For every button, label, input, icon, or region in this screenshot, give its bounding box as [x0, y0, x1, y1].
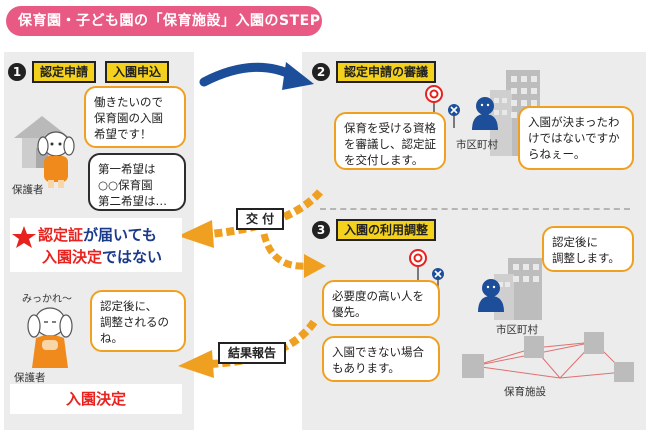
step1-tag-certification: 認定申請: [32, 61, 97, 83]
speech-bubble-not-decided: 入園が決まったわ けではないですか らねぇー。: [518, 106, 634, 170]
sigh-text: みっかれ〜: [22, 294, 72, 305]
speech-bubble-certification: 保育を受ける資格 を審議し、認定証 を交付します。: [334, 112, 446, 170]
official-person-icon: [472, 97, 498, 130]
result-report-label: 結果報告: [218, 342, 287, 364]
speech-bubble-understood: 認定後に、 調整されるの ね。: [90, 290, 186, 352]
decision-box: [10, 384, 182, 414]
speech-bubble-cannot-enter: 入園できない場合 もあります。: [322, 336, 440, 382]
issue-label: 交 付: [236, 208, 285, 230]
warning-line1: 認定証が届いても: [38, 224, 184, 246]
speech-bubble-preferences: 第一希望は ○○保育園 第二希望は…: [88, 153, 186, 211]
guardian-label: 保護者: [12, 184, 44, 196]
guardian-label-bottom: 保護者: [14, 372, 46, 384]
guardian-icon: [37, 131, 75, 188]
facility-network-icon: [462, 332, 634, 382]
city-office-label-step3: 市区町村: [496, 324, 538, 336]
speech-bubble-priority: 必要度の高い人を 優先。: [322, 280, 440, 326]
step3-tag: 入園の利用調整: [336, 219, 437, 241]
warning-box: [10, 218, 182, 272]
warning-arrives: が届いても: [83, 226, 157, 244]
to-step3-arrow-icon: [260, 233, 326, 278]
official-person-icon-step3: [478, 279, 504, 312]
facility-label: 保育施設: [504, 386, 546, 398]
page-title: 保育園・子ども園の「保育施設」入園のSTEP: [6, 6, 322, 36]
speech-bubble-apply: 働きたいので 保育園の入園 希望です！: [84, 86, 186, 148]
warning-certificate: 認定証: [38, 226, 84, 244]
warning-line2: 入園決定ではない: [42, 246, 182, 268]
warning-decision: 入園決定: [42, 248, 103, 266]
blue-arrow-icon: [199, 62, 314, 90]
tired-guardian-icon: [27, 307, 73, 368]
approve-reject-sign-icon-step3: [409, 249, 444, 290]
warning-not: ではない: [102, 248, 163, 266]
decision-text: 入園決定: [65, 390, 126, 408]
step1-tag-application: 入園申込: [105, 61, 170, 83]
city-office-label: 市区町村: [456, 139, 498, 151]
alert-spark-icon: [12, 226, 36, 248]
step1-number: 1: [8, 63, 26, 81]
step2-number: 2: [312, 63, 330, 81]
step2-tag: 認定申請の審議: [336, 61, 437, 83]
step3-number: 3: [312, 221, 330, 239]
speech-bubble-adjust: 認定後に 調整します。: [542, 226, 634, 272]
step-divider: [320, 208, 630, 210]
